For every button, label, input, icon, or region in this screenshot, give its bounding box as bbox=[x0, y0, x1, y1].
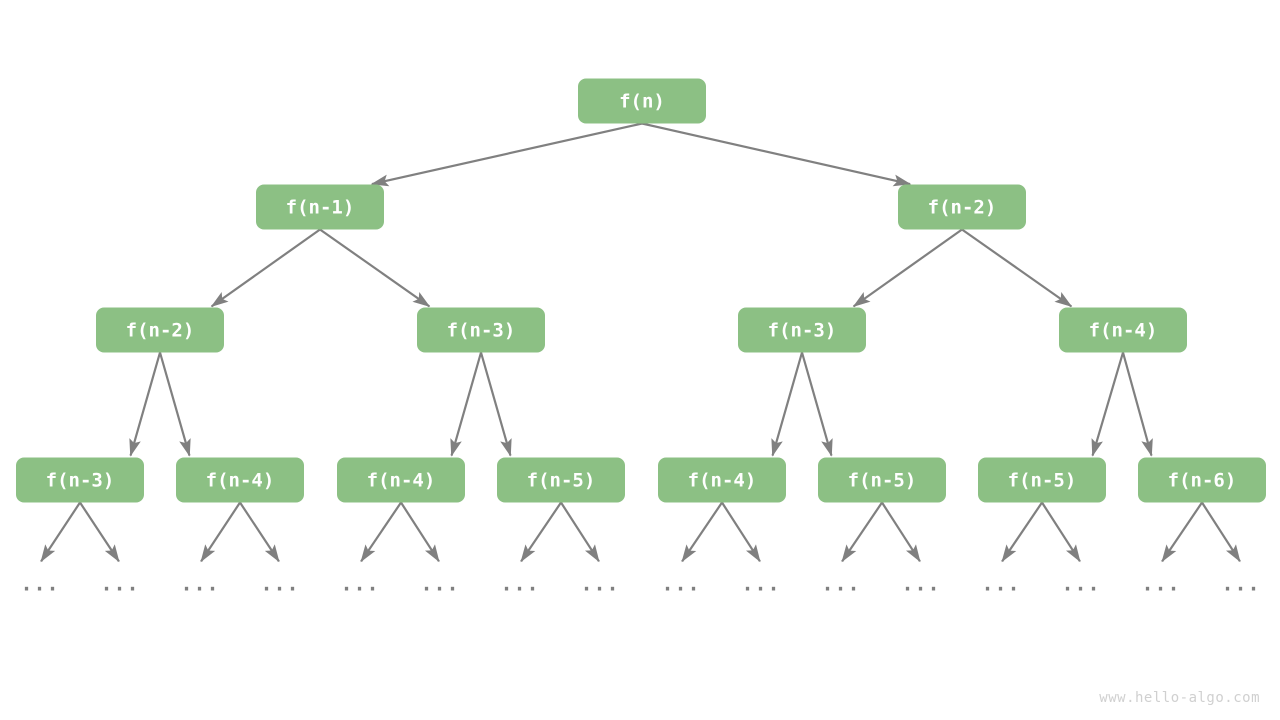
watermark: www.hello-algo.com bbox=[1099, 690, 1260, 706]
tree-ellipsis: ... bbox=[1141, 572, 1180, 596]
tree-edge-ellipsis bbox=[200, 501, 241, 563]
tree-node-box bbox=[96, 307, 224, 353]
tree-edge bbox=[641, 122, 912, 187]
tree-node[interactable]: f(n-1) bbox=[256, 184, 384, 230]
tree-ellipsis: ... bbox=[20, 572, 59, 596]
tree-node-box bbox=[1059, 307, 1187, 353]
tree-edge bbox=[319, 228, 431, 308]
tree-node-box bbox=[738, 307, 866, 353]
tree-node[interactable]: f(n-4) bbox=[658, 457, 786, 503]
tree-ellipsis: ... bbox=[260, 572, 299, 596]
tree-ellipsis: ... bbox=[100, 572, 139, 596]
tree-node-label: f(n-1) bbox=[286, 197, 355, 219]
tree-node-label: f(n-4) bbox=[1089, 320, 1158, 342]
tree-ellipsis: ... bbox=[981, 572, 1020, 596]
tree-edge-ellipsis bbox=[79, 501, 120, 563]
tree-node-box bbox=[337, 457, 465, 503]
tree-node-label: f(n) bbox=[619, 91, 665, 113]
tree-node[interactable]: f(n-4) bbox=[1059, 307, 1187, 353]
tree-edge bbox=[129, 352, 162, 457]
tree-ellipsis: ... bbox=[1221, 572, 1260, 596]
tree-node[interactable]: f(n-5) bbox=[978, 457, 1106, 503]
tree-node-label: f(n-5) bbox=[527, 470, 596, 492]
tree-ellipsis: ... bbox=[580, 572, 619, 596]
tree-node-label: f(n-5) bbox=[1008, 470, 1077, 492]
tree-edge-ellipsis bbox=[1201, 501, 1241, 563]
tree-edge bbox=[1121, 352, 1153, 457]
tree-ellipsis: ... bbox=[1061, 572, 1100, 596]
tree-node-box bbox=[256, 184, 384, 230]
tree-ellipsis: ... bbox=[741, 572, 780, 596]
tree-edge-ellipsis bbox=[1001, 501, 1043, 563]
tree-node[interactable]: f(n-3) bbox=[417, 307, 545, 353]
tree-edge-ellipsis bbox=[721, 501, 761, 563]
tree-edge-ellipsis bbox=[881, 501, 921, 563]
tree-edge bbox=[158, 352, 191, 457]
tree-ellipsis: ... bbox=[821, 572, 860, 596]
tree-edge bbox=[479, 352, 512, 457]
tree-node[interactable]: f(n-4) bbox=[337, 457, 465, 503]
tree-node-box bbox=[1138, 457, 1266, 503]
tree-node-box bbox=[497, 457, 625, 503]
tree-edge-ellipsis bbox=[681, 501, 723, 563]
tree-node-box bbox=[176, 457, 304, 503]
tree-edge-ellipsis bbox=[239, 501, 280, 563]
tree-node[interactable]: f(n) bbox=[578, 78, 706, 124]
tree-node[interactable]: f(n-4) bbox=[176, 457, 304, 503]
tree-edge-ellipsis bbox=[1161, 501, 1203, 563]
tree-edge bbox=[370, 122, 643, 187]
tree-edge-ellipsis bbox=[400, 501, 440, 563]
tree-node-box bbox=[578, 78, 706, 124]
tree-edge bbox=[961, 228, 1073, 308]
tree-node-label: f(n-2) bbox=[126, 320, 195, 342]
tree-ellipsis: ... bbox=[340, 572, 379, 596]
tree-edge-ellipsis bbox=[841, 501, 883, 563]
tree-edge bbox=[210, 228, 321, 308]
tree-edge-ellipsis bbox=[560, 501, 600, 563]
tree-node[interactable]: f(n-5) bbox=[818, 457, 946, 503]
tree-node-label: f(n-4) bbox=[688, 470, 757, 492]
tree-node-box bbox=[978, 457, 1106, 503]
tree-node-box bbox=[16, 457, 144, 503]
tree-node-label: f(n-4) bbox=[367, 470, 436, 492]
tree-edge bbox=[1091, 352, 1125, 457]
tree-node-label: f(n-6) bbox=[1168, 470, 1237, 492]
tree-node-label: f(n-2) bbox=[928, 197, 997, 219]
tree-edge bbox=[852, 228, 963, 308]
nodes-layer: f(n) f(n-1) f(n-2) f(n-2) f(n-3) f(n-3) f(n-4)… bbox=[16, 78, 1266, 503]
tree-edge bbox=[450, 352, 483, 457]
tree-edge bbox=[800, 352, 833, 457]
tree-ellipsis: ... bbox=[420, 572, 459, 596]
tree-edge bbox=[771, 352, 804, 457]
tree-ellipsis: ... bbox=[180, 572, 219, 596]
tree-edge-ellipsis bbox=[1041, 501, 1081, 563]
ellipsis-layer: ........................................… bbox=[20, 572, 1260, 596]
tree-node-label: f(n-3) bbox=[46, 470, 115, 492]
tree-node-box bbox=[417, 307, 545, 353]
tree-node-box bbox=[658, 457, 786, 503]
tree-node-box bbox=[898, 184, 1026, 230]
tree-node[interactable]: f(n-2) bbox=[898, 184, 1026, 230]
tree-ellipsis: ... bbox=[901, 572, 940, 596]
tree-node-box bbox=[818, 457, 946, 503]
tree-node[interactable]: f(n-5) bbox=[497, 457, 625, 503]
tree-edge-ellipsis bbox=[360, 501, 402, 563]
tree-ellipsis: ... bbox=[661, 572, 700, 596]
tree-node-label: f(n-3) bbox=[447, 320, 516, 342]
tree-node[interactable]: f(n-2) bbox=[96, 307, 224, 353]
tree-ellipsis: ... bbox=[500, 572, 539, 596]
tree-edge-ellipsis bbox=[40, 501, 81, 563]
tree-node-label: f(n-5) bbox=[848, 470, 917, 492]
edges-layer bbox=[40, 122, 1241, 563]
tree-node[interactable]: f(n-3) bbox=[16, 457, 144, 503]
tree-node[interactable]: f(n-3) bbox=[738, 307, 866, 353]
tree-edge-ellipsis bbox=[520, 501, 562, 563]
tree-node-label: f(n-4) bbox=[206, 470, 275, 492]
tree-node[interactable]: f(n-6) bbox=[1138, 457, 1266, 503]
tree-node-label: f(n-3) bbox=[768, 320, 837, 342]
